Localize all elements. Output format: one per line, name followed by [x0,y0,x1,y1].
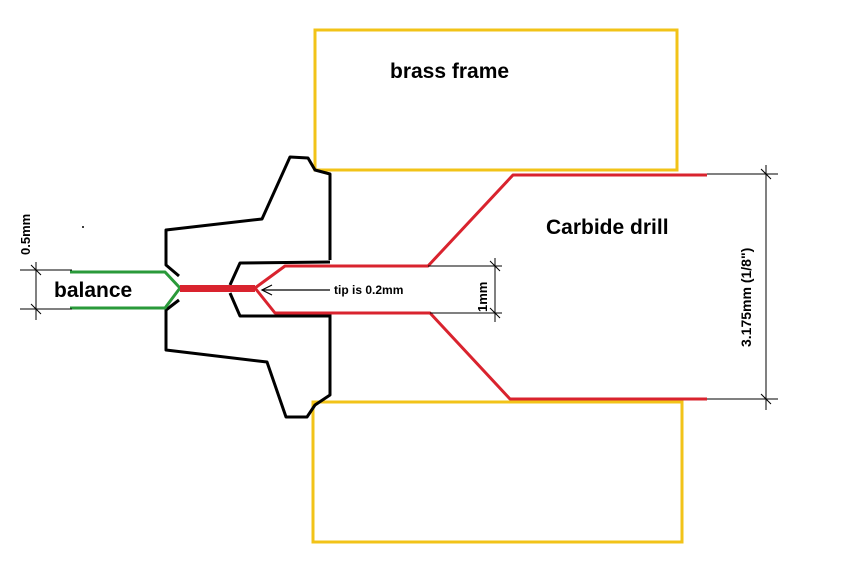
dim-shank [707,165,778,410]
dim-half-mm-label: 0.5mm [18,214,33,255]
dim-half-mm [20,262,72,320]
brass-frame-label: brass frame [390,60,509,83]
tip-arrow [260,284,330,296]
wheel-outline [164,155,332,419]
pivot-tip [180,285,255,292]
brass-frame-top [313,28,679,172]
dim-one-mm-label: 1mm [475,282,490,312]
dim-shank-label: 3.175mm (1/8") [738,248,754,347]
carbide-drill-label: Carbide drill [546,216,669,239]
tip-label: tip is 0.2mm [334,283,403,297]
dim-one-mm [428,258,502,322]
brass-frame-bottom [311,400,684,544]
stray-dot [82,226,84,228]
balance-label: balance [54,279,132,302]
carbide-drill [253,173,707,401]
